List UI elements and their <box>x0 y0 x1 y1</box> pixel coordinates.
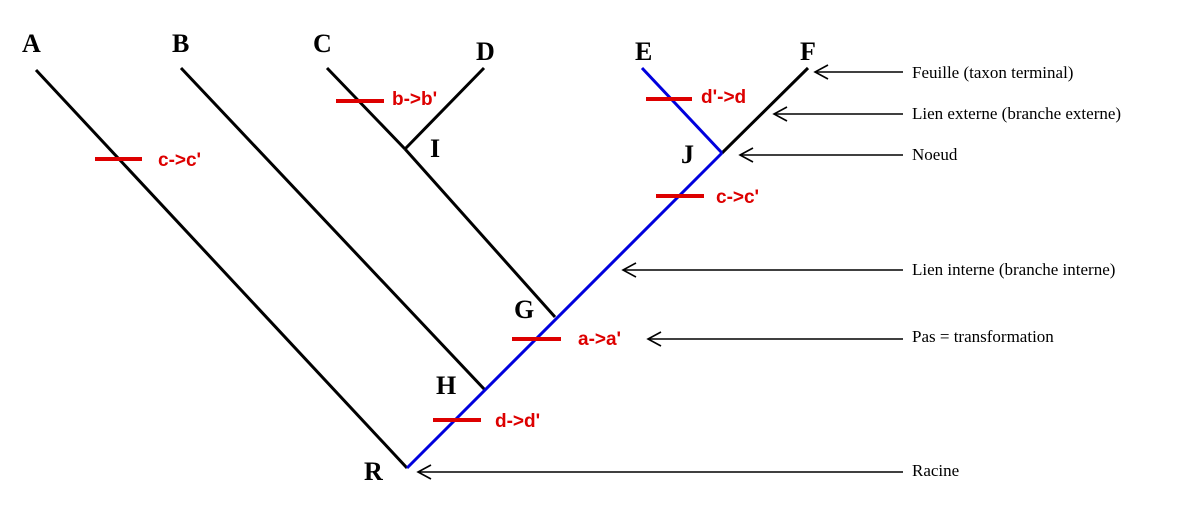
branch-I-C <box>325 66 407 151</box>
node-label-I: I <box>430 134 440 163</box>
step-label-dprime-d: d'->d <box>701 87 746 108</box>
branch-I-D <box>403 66 486 151</box>
step-label-b-bprime: b->b' <box>392 89 437 110</box>
step-label-c-cprime-A: c->c' <box>158 150 201 171</box>
branch-J-E <box>640 66 724 155</box>
taxon-label-C: C <box>313 29 332 58</box>
branch-J-F <box>720 66 810 155</box>
legend-label-root: Racine <box>912 461 959 480</box>
internal-node-labels: I J G H R <box>364 134 694 486</box>
legend-arrows <box>416 64 903 480</box>
step-label-a-aprime: a->a' <box>578 329 621 350</box>
step-label-d-dprime: d->d' <box>495 411 540 432</box>
node-label-G: G <box>514 295 534 324</box>
node-label-H: H <box>436 371 456 400</box>
node-label-R: R <box>364 457 383 486</box>
legend-label-internal-link: Lien interne (branche interne) <box>912 260 1115 279</box>
taxon-label-E: E <box>635 37 652 66</box>
step-marks <box>95 97 704 422</box>
taxon-label-D: D <box>476 37 495 66</box>
arrow-node <box>738 147 903 163</box>
legend-label-leaf: Feuille (taxon terminal) <box>912 63 1073 82</box>
branch-G-I <box>403 148 557 318</box>
legend-labels: Feuille (taxon terminal) Lien externe (b… <box>912 63 1121 480</box>
internal-branches <box>405 66 724 470</box>
taxon-label-F: F <box>800 37 816 66</box>
taxon-label-B: B <box>172 29 189 58</box>
legend-label-node: Noeud <box>912 145 958 164</box>
branch-R-A <box>34 68 409 470</box>
arrow-step <box>646 331 903 347</box>
step-labels: c->c' b->b' d'->d c->c' a->a' d->d' <box>158 87 759 432</box>
taxon-label-A: A <box>22 29 41 58</box>
node-label-J: J <box>681 140 694 169</box>
arrow-root <box>416 464 903 480</box>
arrow-leaf <box>813 64 903 80</box>
branch-R-J <box>405 151 724 470</box>
arrow-internal-link <box>621 262 903 278</box>
external-branches <box>34 66 810 470</box>
arrow-external-link <box>772 106 903 122</box>
legend-label-external-link: Lien externe (branche externe) <box>912 104 1121 123</box>
step-label-c-cprime-J: c->c' <box>716 187 759 208</box>
legend-label-step: Pas = transformation <box>912 327 1054 346</box>
branch-H-B <box>179 66 487 392</box>
taxon-labels: A B C D E F <box>22 29 816 66</box>
